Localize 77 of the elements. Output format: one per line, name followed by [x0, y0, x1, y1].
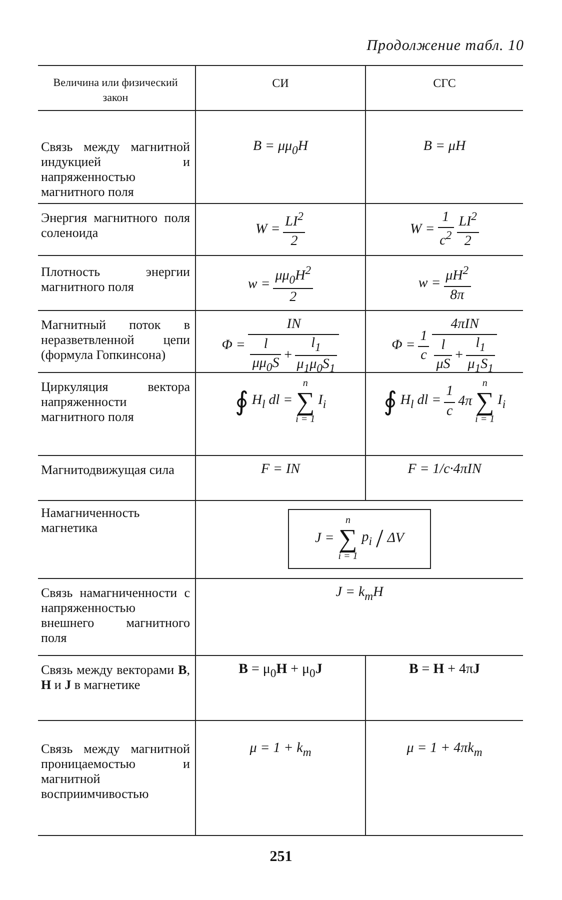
- formula-term: l: [264, 337, 268, 354]
- formula-term: μ = 1 + 4πk$_{m}$: [406, 741, 482, 760]
- formula-term: 1: [446, 384, 454, 400]
- quantity-name: Магнитодвижущая сила: [41, 462, 174, 477]
- formula-term: 1: [442, 210, 450, 226]
- formula-term: 4πIN: [450, 317, 479, 334]
- formula-term: B = μμ$_{0}$H: [252, 139, 308, 158]
- formula-term: +: [454, 348, 464, 364]
- formula-term: ΔV: [387, 530, 404, 548]
- formula-term: W =: [410, 222, 435, 238]
- formula-term: l: [441, 338, 446, 354]
- quantity-name: Связь между магнитной индукцией и напряженностью магнитного поля: [41, 139, 190, 199]
- page-number: 251: [270, 849, 292, 865]
- formula-term: 1: [420, 328, 428, 345]
- formula-term: B = μ$_{0}$H + μ$_{0}$J: [238, 662, 322, 680]
- quantity-name: Связь между векторами B, H и J в магнетике: [41, 662, 190, 692]
- formula-term: μμ$_{0}$H$^{2}$: [275, 264, 312, 287]
- formula-term: +: [283, 348, 293, 364]
- formula-term: H$_{l}$ dl =: [252, 392, 293, 412]
- formula-term: H$_{l}$ dl =: [400, 392, 442, 412]
- formula-term: μS: [436, 357, 450, 374]
- formula-term: B = μH: [423, 139, 466, 156]
- quantity-name: Намагниченность магнетика: [41, 505, 141, 535]
- formula-term: LI$^{2}$: [285, 210, 304, 231]
- summation-sign: ∑: [476, 389, 494, 415]
- formula-term: IN: [286, 317, 301, 334]
- formula-term: p$_{i}$: [362, 530, 372, 548]
- formula-term: 2: [290, 290, 297, 306]
- formula-term: W =: [256, 222, 280, 238]
- column-header: СГС: [433, 76, 456, 91]
- lower-limit: i = 1: [338, 552, 358, 562]
- summation-sign: ∑: [338, 526, 358, 552]
- formula-term: 4π: [458, 394, 472, 410]
- formula-term: μ = 1 + k$_{m}$: [250, 741, 312, 760]
- formula-term: μ$_{1}$μ$_{0}$S$_{1}$: [296, 357, 336, 376]
- quantity-name: Магнитный поток в неразветвленной цепи (формула Гопкинсона): [41, 317, 190, 362]
- upper-limit: n: [482, 379, 488, 389]
- table-continuation-title: Продолжение табл. 10: [366, 38, 524, 55]
- formula-term: 2: [290, 234, 298, 250]
- column-header: СИ: [272, 76, 289, 91]
- formula-term: μH$^{2}$: [446, 264, 469, 285]
- upper-limit: n: [345, 516, 350, 526]
- formula-term: F = 1/c·4πIN: [408, 462, 482, 478]
- formula-term: l$_{1}$: [311, 336, 321, 354]
- formula-term: F = IN: [261, 462, 300, 478]
- formula-term: J = k$_{m}$H: [336, 585, 384, 604]
- formula-term: w =: [248, 276, 270, 294]
- formula-term: w =: [418, 276, 441, 292]
- quantity-name: Связь намагниченности с напряженностью внешнего магнитного поля: [41, 585, 190, 645]
- quantity-name: Энергия магнитного поля соленоида: [41, 210, 190, 240]
- formula-term: I$_{i}$: [498, 392, 506, 412]
- formula-term: I$_{i}$: [318, 392, 326, 412]
- formula-term: 2: [464, 234, 472, 250]
- upper-limit: n: [302, 379, 308, 389]
- lower-limit: i = 1: [296, 415, 316, 425]
- formula-term: 8π: [450, 288, 464, 304]
- summation-sign: ∑: [296, 389, 315, 415]
- formula-term: Φ =: [392, 338, 416, 354]
- quantity-name: Циркуляция вектора напряженности магнитного поля: [41, 379, 190, 424]
- formula-term: c$^{2}$: [440, 229, 452, 250]
- boxed-formula: [288, 509, 431, 569]
- formula-term: μμ$_{0}$S: [252, 356, 280, 374]
- division-slash: /: [376, 526, 384, 552]
- formula-term: c: [446, 404, 453, 420]
- quantity-name: Плотность энергии магнитного поля: [41, 264, 190, 294]
- formula-term: μ$_{1}$S$_{1}$: [468, 357, 494, 376]
- formula-term: LI$^{2}$: [458, 210, 477, 231]
- formula-term: B = H + 4πJ: [408, 662, 480, 678]
- formula-term: l$_{1}$: [476, 336, 486, 354]
- formula-term: c: [420, 348, 427, 364]
- lower-limit: i = 1: [475, 415, 495, 425]
- formula-term: J =: [315, 530, 334, 548]
- formula-term: Φ =: [222, 338, 246, 354]
- quantity-name: Связь между магнитной проницаемостью и магнитной восприимчивостью: [41, 741, 190, 801]
- column-header: Величина или физический закон: [52, 76, 179, 106]
- integral-sign: ∮: [234, 389, 249, 415]
- integral-sign: ∮: [383, 389, 398, 415]
